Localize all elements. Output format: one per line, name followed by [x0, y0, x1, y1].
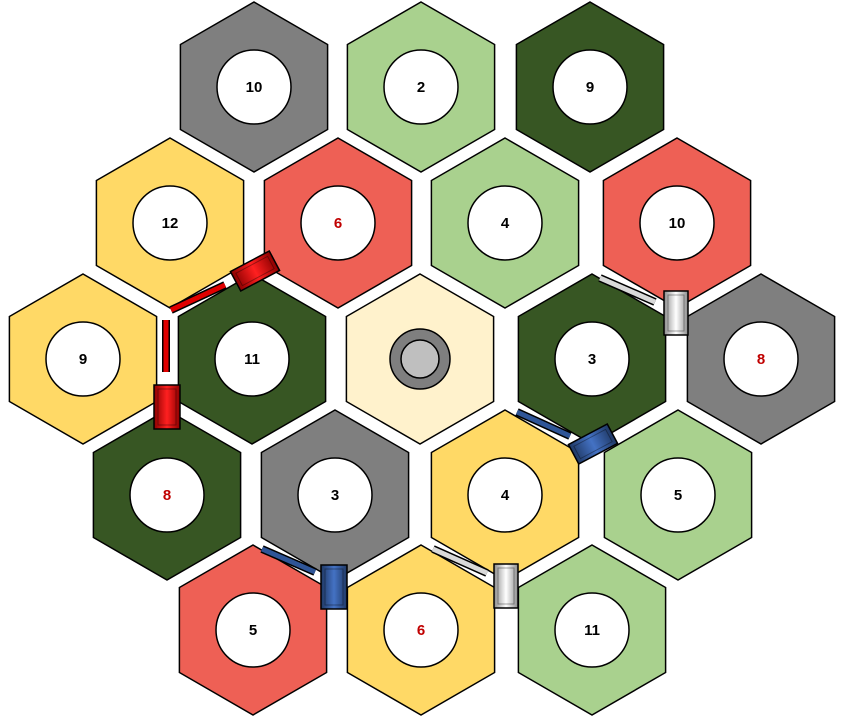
- hex-tile-grass[interactable]: 5: [603, 409, 753, 581]
- number-token: [383, 592, 459, 668]
- number-token-label: 11: [584, 622, 600, 639]
- number-token-label: 2: [417, 79, 425, 96]
- hex-tile-wheat[interactable]: 4: [430, 409, 580, 581]
- hex-tile-mountain[interactable]: 8: [686, 273, 836, 445]
- number-token: [467, 185, 543, 261]
- settlement-blue[interactable]: [567, 422, 619, 466]
- hex-tile-wheat[interactable]: 12: [95, 137, 245, 309]
- road-blue[interactable]: [515, 409, 572, 439]
- settlement-body: [320, 564, 348, 610]
- settlement-body: [229, 249, 281, 293]
- hex-tile-desert[interactable]: [345, 273, 495, 445]
- hex-tile-mountain[interactable]: 3: [260, 409, 410, 581]
- settlement-body: [567, 422, 619, 466]
- hex-tile-wheat[interactable]: 6: [346, 544, 496, 716]
- number-token: [215, 592, 291, 668]
- settlement-bevel: [667, 294, 685, 332]
- settlement-blue[interactable]: [320, 564, 348, 610]
- number-token: [467, 457, 543, 533]
- number-token: [383, 49, 459, 125]
- number-token-label: 5: [674, 487, 682, 504]
- number-token-label: 10: [246, 79, 263, 96]
- road-white[interactable]: [599, 275, 656, 305]
- road-white[interactable]: [431, 546, 489, 576]
- number-token: [640, 457, 716, 533]
- settlement-bevel: [235, 255, 275, 287]
- road-red[interactable]: [169, 282, 227, 313]
- road-blue[interactable]: [261, 546, 316, 575]
- robber-token-inner: [400, 339, 440, 379]
- settlement-red[interactable]: [153, 384, 181, 430]
- number-token-label: 10: [669, 215, 686, 232]
- number-token-label: 6: [334, 215, 342, 232]
- settlement-body: [663, 290, 689, 336]
- number-token: [132, 185, 208, 261]
- number-token-label: 11: [244, 351, 260, 368]
- number-token: [216, 49, 292, 125]
- hex-tile-grass[interactable]: 11: [517, 544, 667, 716]
- number-token: [552, 49, 628, 125]
- settlement-white[interactable]: [663, 290, 689, 336]
- number-token-label: 9: [79, 351, 87, 368]
- number-token-label: 12: [162, 215, 179, 232]
- number-token-label: 4: [501, 215, 510, 232]
- hex-tile-grass[interactable]: 2: [346, 1, 496, 173]
- settlement-bevel: [573, 428, 613, 460]
- hex-tile-brick[interactable]: 6: [263, 137, 413, 309]
- number-token: [639, 185, 715, 261]
- settlement-bevel: [157, 388, 177, 426]
- number-token: [297, 457, 373, 533]
- hex-tile-grass[interactable]: 4: [430, 137, 580, 309]
- number-token: [214, 321, 290, 397]
- settlement-body: [153, 384, 181, 430]
- number-token: [129, 457, 205, 533]
- settlement-body: [493, 563, 519, 609]
- number-token: [723, 321, 799, 397]
- hex-tile-mountain[interactable]: 10: [179, 1, 329, 173]
- number-token: [45, 321, 121, 397]
- hex-tile-forest[interactable]: 3: [517, 273, 667, 445]
- hex-tile-brick[interactable]: 10: [602, 137, 752, 309]
- hex-tile-forest[interactable]: 8: [92, 409, 242, 581]
- number-token-label: 5: [249, 622, 257, 639]
- settlement-bevel: [497, 567, 515, 605]
- settlement-bevel: [324, 568, 344, 606]
- number-token-label: 6: [417, 622, 425, 639]
- number-token: [554, 321, 630, 397]
- hex-tile-wheat[interactable]: 9: [8, 273, 158, 445]
- number-token-label: 8: [163, 487, 171, 504]
- number-token-label: 4: [501, 487, 510, 504]
- hex-tile-forest[interactable]: 9: [515, 1, 665, 173]
- number-token-label: 8: [757, 351, 765, 368]
- hex-tile-forest[interactable]: 11: [177, 273, 327, 445]
- number-token-label: 9: [586, 79, 594, 96]
- hex-tile-brick[interactable]: 5: [178, 544, 328, 716]
- number-token-label: 3: [588, 351, 596, 368]
- number-token-label: 3: [331, 487, 339, 504]
- settlement-white[interactable]: [493, 563, 519, 609]
- settlement-red[interactable]: [229, 249, 281, 293]
- number-token: [300, 185, 376, 261]
- number-token: [554, 592, 630, 668]
